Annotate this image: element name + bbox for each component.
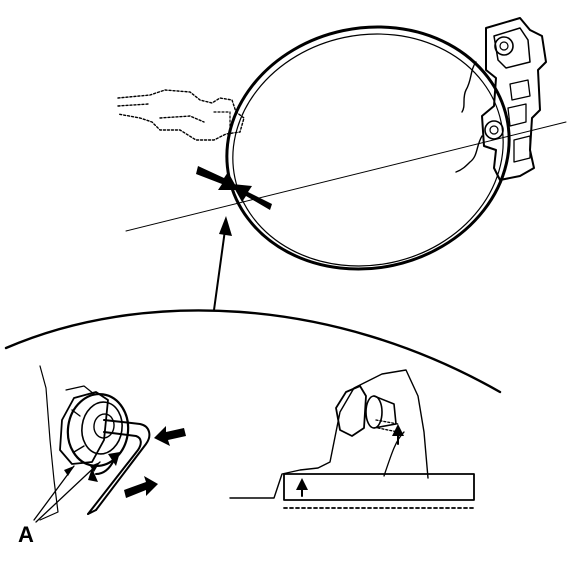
fuel-filler-dotted-outline: [117, 89, 245, 141]
reference-line: [125, 121, 567, 232]
push-arrow-left: [154, 426, 186, 446]
up-arrow-base: [296, 478, 308, 497]
stopper-side-view: [335, 385, 399, 437]
rotation-arrow: [88, 452, 120, 482]
inset-boundary: [4, 309, 502, 394]
clearance-arrows: [196, 166, 272, 210]
fuel-door-overview: [117, 17, 567, 311]
inset-detail: A: [4, 309, 502, 547]
callout-a-label: A: [18, 522, 34, 547]
direction-arrow-right: [124, 476, 158, 498]
up-arrow-stopper: [392, 424, 404, 445]
left-detail-view: A: [18, 365, 186, 547]
fuel-door: [225, 25, 511, 271]
fuel-door-hinge: [455, 17, 547, 181]
right-detail-view: [229, 369, 475, 509]
callout-a-leaders: [33, 461, 101, 523]
door-stopper: [66, 393, 130, 467]
hex-wrench: [87, 419, 151, 515]
pointer-arrow: [213, 216, 232, 311]
